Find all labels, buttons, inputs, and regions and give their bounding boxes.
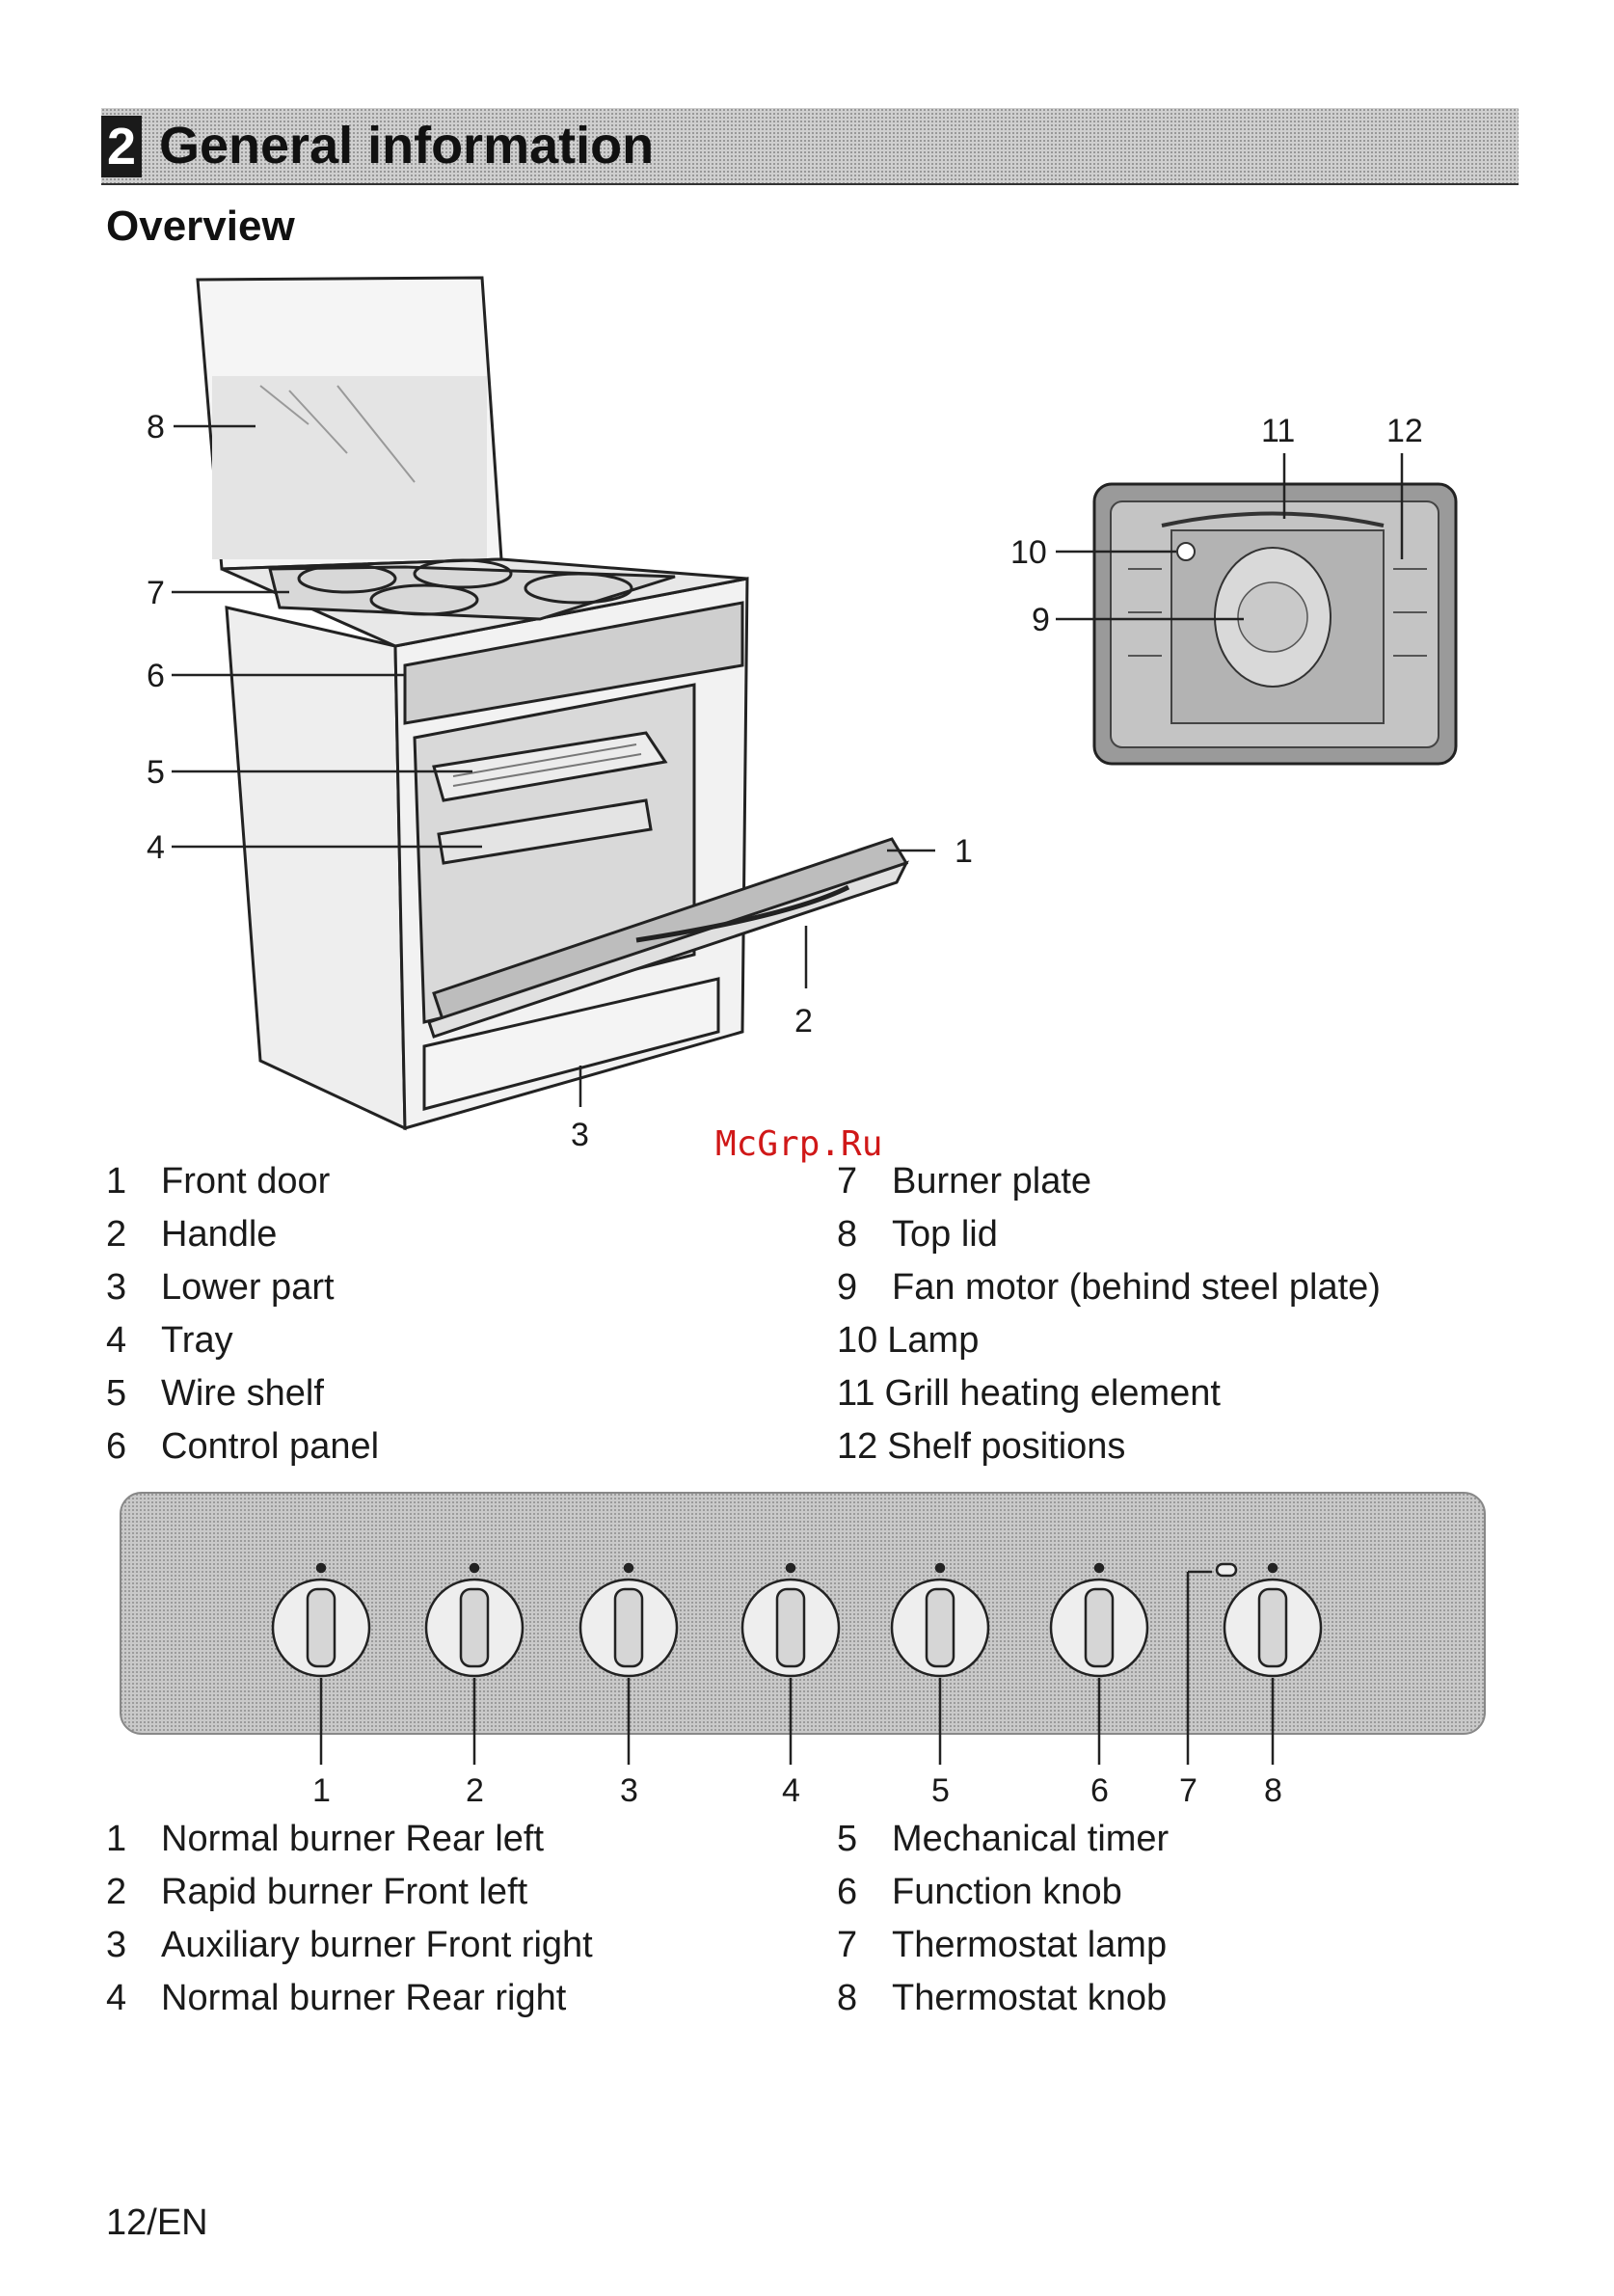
oven-callout-5: 5 (147, 754, 165, 791)
timer-knob-grip (925, 1587, 955, 1668)
function-knob-grip (1084, 1587, 1115, 1668)
oven-callout-2: 2 (794, 1003, 813, 1040)
oven-callout-8: 8 (147, 409, 165, 446)
oven-callout-3: 3 (571, 1117, 589, 1153)
section-title: Overview (106, 203, 295, 250)
oven-illustration: 1 2 3 4 5 6 7 8 (147, 276, 973, 1153)
oven-callout-7: 7 (147, 575, 165, 611)
page-number: 12/EN (106, 2202, 208, 2243)
knob-2-grip (459, 1587, 490, 1668)
control-panel-illustration: 1 2 3 4 5 6 7 8 (120, 1492, 1486, 1809)
knob-3-grip (613, 1587, 644, 1668)
cavity-callout-12: 12 (1386, 413, 1423, 449)
panel-callout-3: 3 (620, 1772, 638, 1809)
knob-3-indicator (623, 1562, 634, 1574)
panel-callout-4: 4 (782, 1772, 800, 1809)
thermostat-knob-indicator (1267, 1562, 1278, 1574)
panel-callout-2: 2 (466, 1772, 484, 1809)
panel-callout-6: 6 (1090, 1772, 1109, 1809)
chapter-title: General information (159, 117, 655, 175)
thermostat-knob-grip (1257, 1587, 1288, 1668)
cavity-callout-11: 11 (1261, 413, 1295, 449)
oven-callout-6: 6 (147, 658, 165, 694)
knob-1-grip (306, 1587, 336, 1668)
chapter-number: 2 (101, 116, 142, 177)
knob-4-indicator (785, 1562, 796, 1574)
chapter-header: 2 General information (101, 108, 1519, 185)
watermark: McGrp.Ru (715, 1124, 883, 1164)
panel-callout-1: 1 (312, 1772, 331, 1809)
cavity-callout-9: 9 (1032, 602, 1050, 638)
knob-2-indicator (469, 1562, 480, 1574)
panel-callout-8: 8 (1264, 1772, 1282, 1809)
cavity-callout-10: 10 (1010, 534, 1047, 571)
panel-callout-7: 7 (1179, 1772, 1197, 1809)
knob-1-indicator (315, 1562, 327, 1574)
oven-callout-4: 4 (147, 829, 165, 866)
function-knob-indicator (1093, 1562, 1105, 1574)
oven-cavity-illustration: 9 10 11 12 (1010, 413, 1458, 766)
oven-callout-1: 1 (955, 833, 973, 870)
knob-4-grip (775, 1587, 806, 1668)
panel-callout-5: 5 (931, 1772, 950, 1809)
timer-knob-indicator (934, 1562, 946, 1574)
thermostat-lamp (1215, 1562, 1238, 1578)
